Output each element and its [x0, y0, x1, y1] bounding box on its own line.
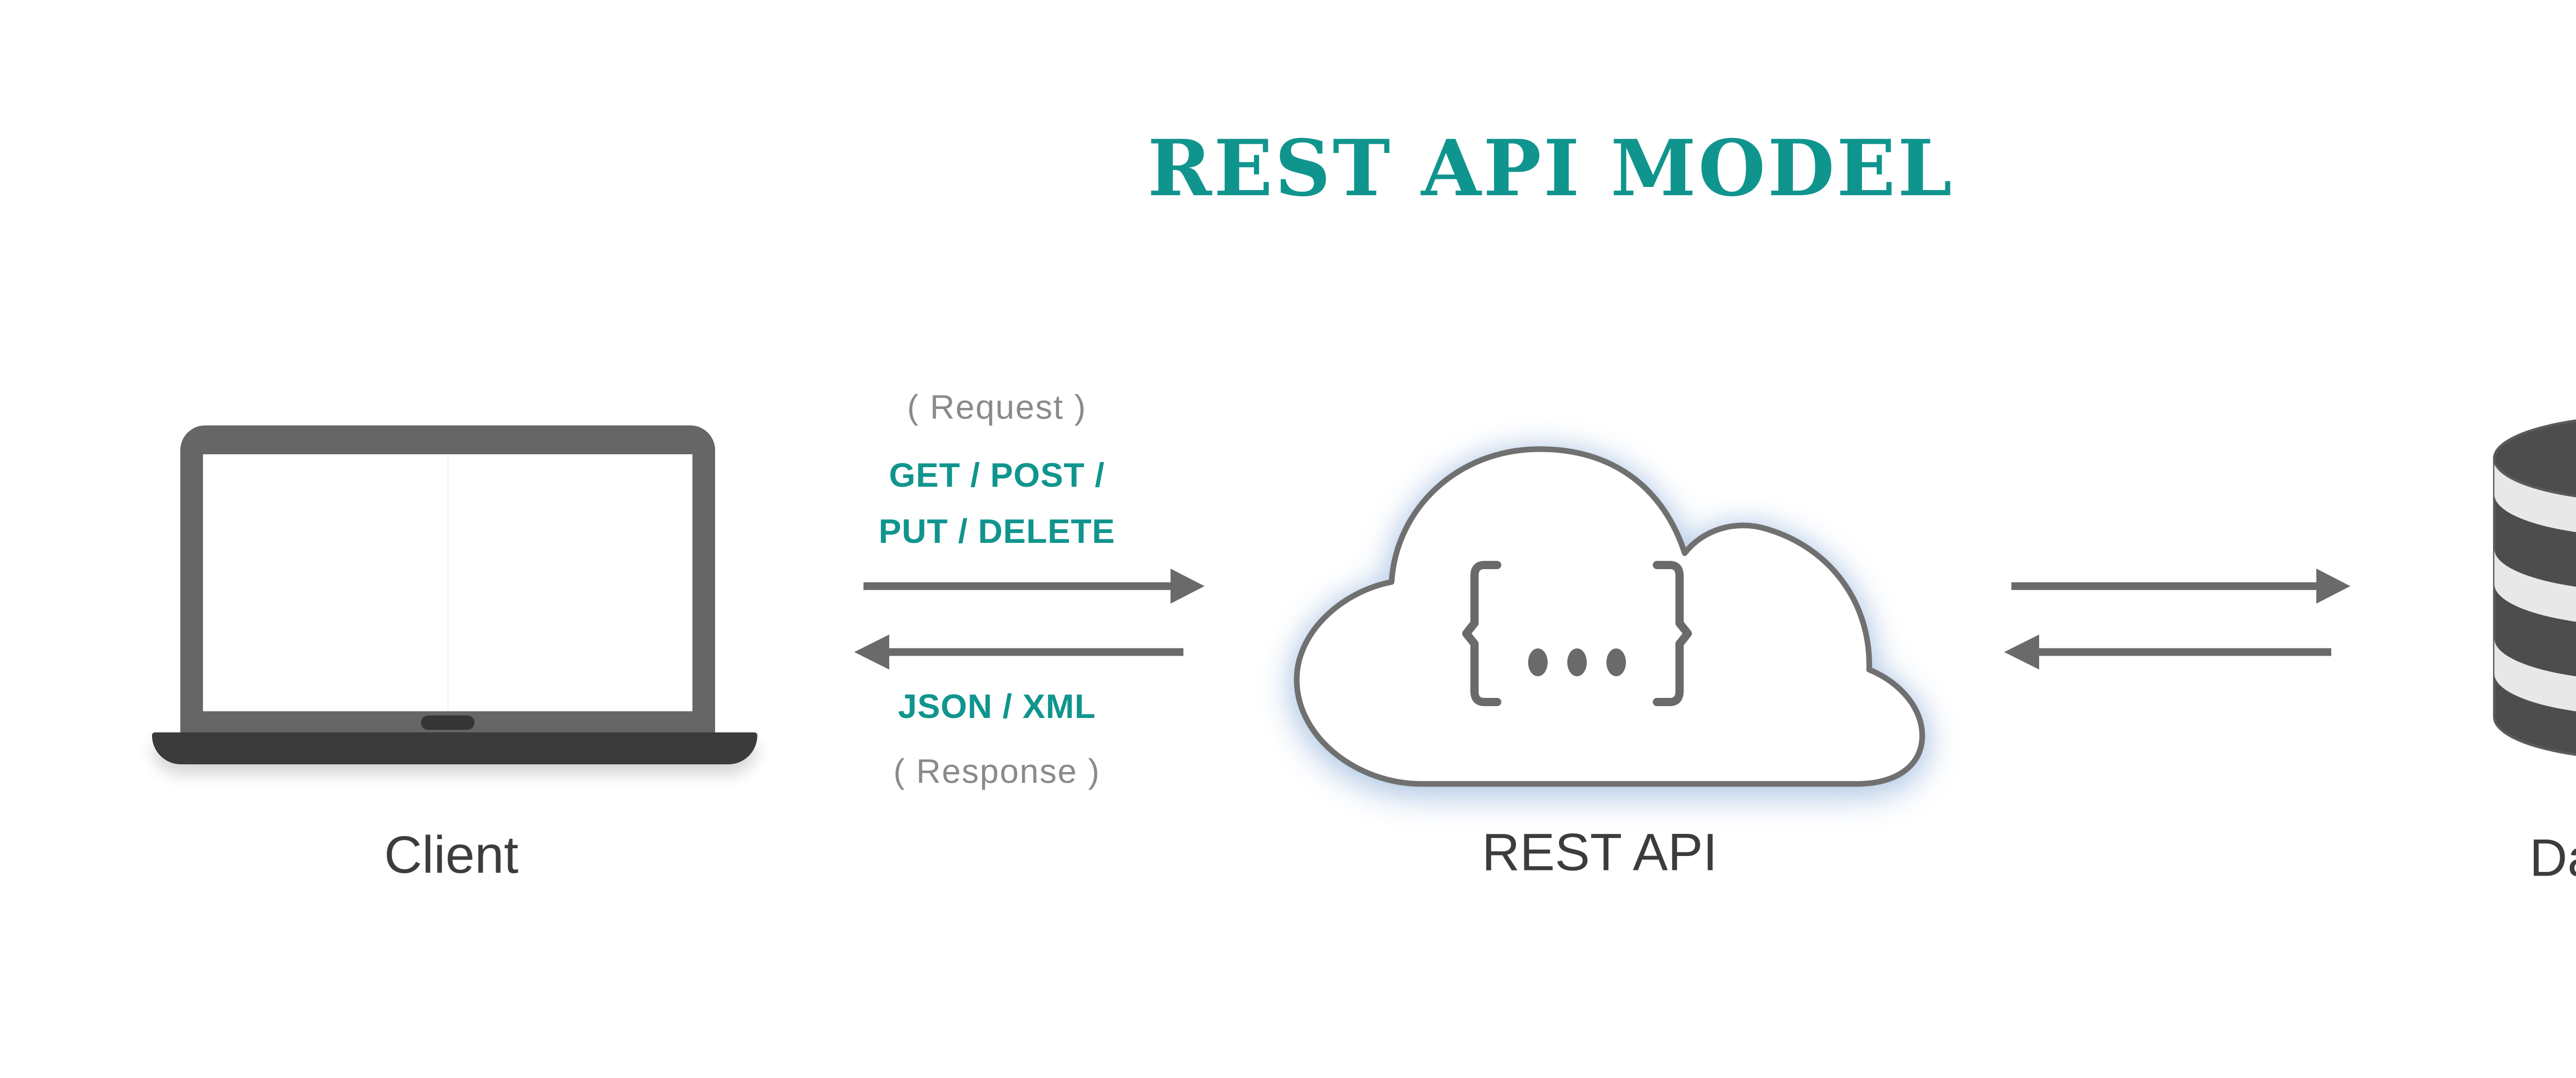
laptop-base	[152, 732, 757, 764]
database-label: Database	[2529, 828, 2576, 887]
braces-ellipsis-icon	[1462, 561, 1692, 706]
laptop-screen	[203, 454, 692, 711]
cloud-shape	[1294, 446, 1925, 787]
response-formats: JSON / XML	[897, 687, 1096, 725]
db-top	[2493, 419, 2576, 498]
laptop-screen-fold	[447, 454, 449, 711]
request-methods-line1: GET / POST /	[889, 456, 1105, 494]
db-read-arrow-icon	[2004, 635, 2331, 670]
request-caption: ( Request )	[907, 388, 1087, 426]
database-icon	[2487, 412, 2576, 773]
ellipsis-dots	[1528, 648, 1626, 676]
db-stripes	[2494, 459, 2576, 712]
db-write-arrow-icon	[2011, 569, 2350, 604]
client-cloud-arrows	[854, 569, 1205, 670]
request-methods-line2: PUT / DELETE	[878, 512, 1115, 550]
rest-api-label: REST API	[1482, 823, 1718, 882]
request-arrow-icon	[863, 569, 1205, 604]
page-title: REST API MODEL	[1147, 123, 1954, 214]
response-caption: ( Response )	[893, 752, 1100, 790]
laptop-icon	[152, 425, 757, 786]
laptop-hinge	[421, 715, 474, 730]
cloud-icon	[1290, 423, 1925, 789]
cloud-database-arrows	[2004, 569, 2350, 670]
response-arrow-icon	[854, 635, 1183, 670]
client-label: Client	[384, 825, 519, 884]
